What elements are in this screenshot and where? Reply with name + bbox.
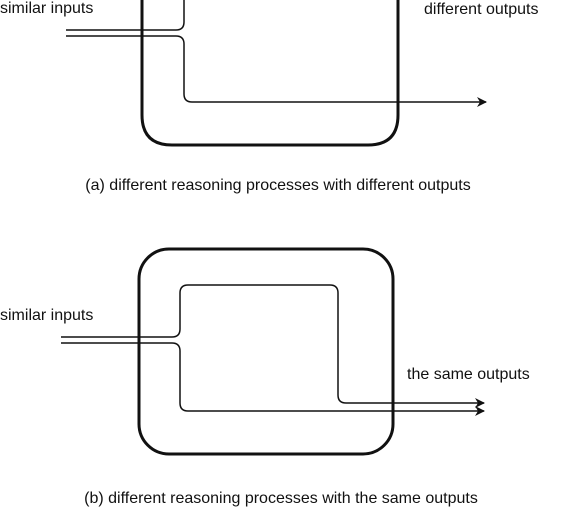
panel-a: similar inputs different outputs (a) dif… [0,0,538,194]
panel-b-caption: (b) different reasoning processes with t… [84,490,478,507]
panel-b-output-label: the same outputs [407,366,530,383]
panel-a-upper-path [66,0,185,31]
panel-a-process-box [140,0,400,147]
panel-b: similar inputs the same outputs (b) diff… [0,247,530,507]
panel-b-input-label: similar inputs [0,307,93,324]
panel-b-upper-path [61,284,485,408]
panel-a-caption: (a) different reasoning processes with d… [85,177,470,194]
panel-b-process-box [137,247,395,456]
panel-a-lower-path [66,35,487,107]
panel-a-input-label: similar inputs [0,0,93,17]
panel-b-lower-path [61,342,485,416]
panel-a-output-label: different outputs [424,1,538,18]
